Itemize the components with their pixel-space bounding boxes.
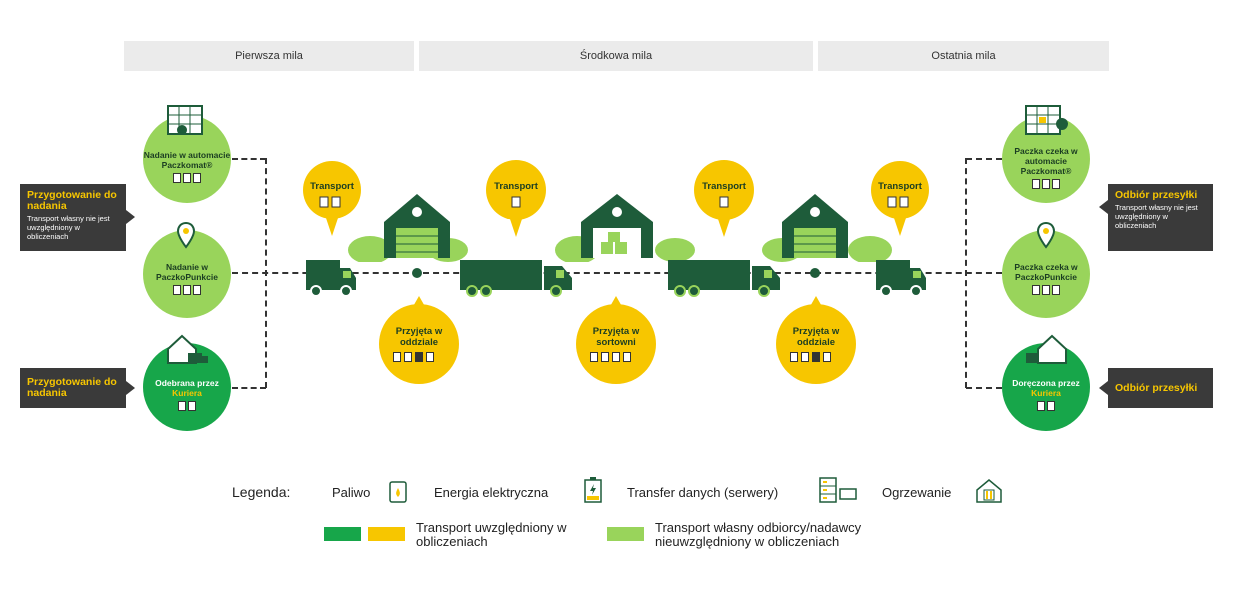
legend-swatch-yellow xyxy=(368,527,405,541)
legend-heating-label: Ogrzewanie xyxy=(882,485,952,500)
fuel-icon xyxy=(389,481,407,503)
transport-bubble xyxy=(486,160,546,237)
energy-icons xyxy=(1037,400,1055,411)
legend-electric-label: Energia elektryczna xyxy=(434,485,549,500)
tag-arrow xyxy=(126,381,135,395)
route-dot xyxy=(810,268,820,278)
parcel-locker-icon xyxy=(167,105,203,135)
location-pin-icon xyxy=(1036,221,1056,249)
tag-arrow xyxy=(126,210,135,224)
transport-label: Transport xyxy=(878,181,922,192)
energy-icons xyxy=(790,352,831,362)
dashed-line xyxy=(232,387,266,389)
van-icon xyxy=(876,260,926,297)
tag-right-top: Odbiór przesyłki Transport własny nie je… xyxy=(1108,184,1213,251)
legend-excluded-label: Transport własny odbiorcy/nadawcy nieuwz… xyxy=(655,520,862,549)
tag-left-bottom: Przygotowanie do nadania xyxy=(20,368,126,408)
energy-icons xyxy=(173,172,201,183)
hub-label-branch: Przyjęta w oddziale xyxy=(395,326,443,348)
location-pin-icon xyxy=(176,221,196,249)
transport-label: Transport xyxy=(310,181,354,192)
main-dashed-route xyxy=(232,272,1002,274)
warehouse-icon xyxy=(762,194,892,262)
energy-icons xyxy=(590,352,631,362)
truck-house-icon xyxy=(1026,334,1067,364)
energy-icons xyxy=(1032,284,1060,295)
hub-label-branch: Przyjęta w oddziale xyxy=(792,326,840,348)
dashed-line xyxy=(966,158,1002,160)
legend-swatch-green xyxy=(324,527,361,541)
legend-swatch-light-green xyxy=(607,527,644,541)
transport-label: Transport xyxy=(494,181,538,192)
tag-left-top: Przygotowanie do nadania Transport własn… xyxy=(20,184,126,251)
legend-fuel-label: Paliwo xyxy=(332,485,371,500)
route-dot xyxy=(412,268,422,278)
dashed-line xyxy=(232,158,266,160)
battery-icon xyxy=(584,477,602,503)
energy-icons xyxy=(1032,178,1060,189)
transport-bubble xyxy=(303,161,361,236)
sorting-center-icon xyxy=(555,194,695,262)
energy-icons xyxy=(393,352,434,362)
truck-icon xyxy=(460,260,572,297)
hub-bubble xyxy=(379,296,459,384)
parcel-locker-icon xyxy=(1025,105,1068,135)
house-truck-icon xyxy=(167,334,208,364)
dashed-line xyxy=(966,387,1002,389)
header-middle-mile: Środkowa mila xyxy=(419,41,813,71)
tag-arrow xyxy=(1099,381,1108,395)
heating-icon xyxy=(976,479,1002,503)
transport-bubble xyxy=(694,160,754,237)
truck-icon xyxy=(668,260,780,297)
warehouse-icon xyxy=(348,194,468,262)
tag-arrow xyxy=(1099,200,1108,214)
header-last-mile: Ostatnia mila xyxy=(818,41,1109,71)
energy-icons xyxy=(173,284,201,295)
legend-data-label: Transfer danych (serwery) xyxy=(627,485,779,500)
transport-label: Transport xyxy=(702,181,746,192)
tag-right-bottom: Odbiór przesyłki xyxy=(1108,368,1213,408)
header-first-mile: Pierwsza mila xyxy=(124,41,414,71)
van-icon xyxy=(306,260,356,297)
transport-bubble xyxy=(871,161,929,236)
legend-included-label: Transport uwzględniony w obliczeniach xyxy=(416,520,567,549)
energy-icons xyxy=(178,400,196,411)
hub-bubble xyxy=(776,296,856,384)
hub-bubble xyxy=(576,296,656,384)
hub-label-sorting: Przyjęta w sortowni xyxy=(592,326,640,348)
server-icon xyxy=(819,477,857,503)
dashed-line xyxy=(965,158,967,388)
legend-title: Legenda: xyxy=(232,484,291,500)
